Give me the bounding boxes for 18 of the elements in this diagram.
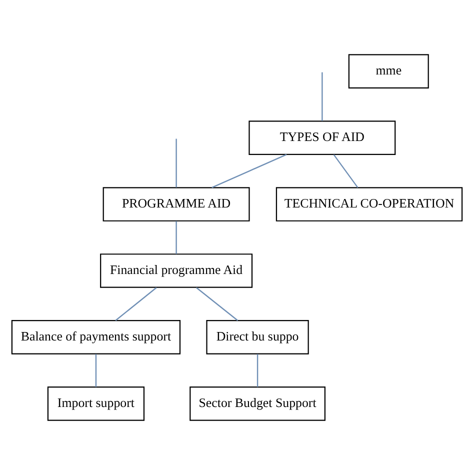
node-box: TECHNICAL CO-OPERATION [276,186,463,221]
connector [212,153,287,188]
node-box: Sector Budget Support [190,386,326,420]
connector [95,354,97,386]
node-box: Import support [47,386,145,420]
connector [256,354,258,386]
node-box: Direct bu suppo [206,320,309,354]
node-box: PROGRAMME AID [102,186,250,221]
connector [196,286,238,320]
connector [176,220,177,254]
connector [176,138,177,187]
connector [115,286,157,320]
node-box: Balance of payments support [11,320,181,354]
node-box: Financial programme Aid [100,253,253,288]
node-box: mme [348,54,429,88]
connector [333,154,358,188]
connector [322,72,323,120]
node-box: TYPES OF AID [248,120,396,154]
